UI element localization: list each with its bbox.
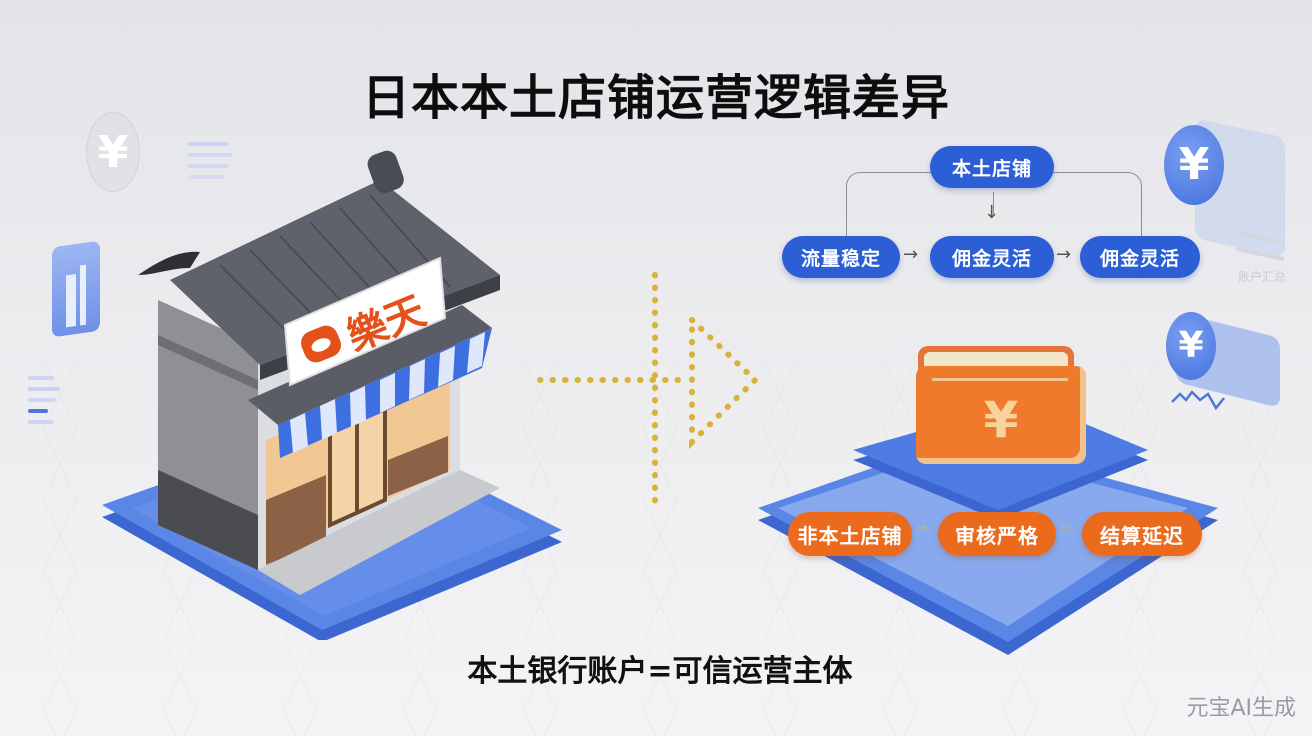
flow-node-flexible-commission-2: 佣金灵活 bbox=[1080, 236, 1200, 278]
right-arrow-icon: → bbox=[915, 520, 927, 536]
flow-connector bbox=[846, 172, 936, 242]
faded-label: 账户汇总 bbox=[1238, 270, 1287, 284]
bank-building-icon bbox=[52, 240, 100, 338]
flow-node-local-store: 本土店铺 bbox=[930, 146, 1054, 188]
rakuten-shop-illustration: 樂天 bbox=[138, 150, 500, 595]
flow-node-stable-traffic: 流量稳定 bbox=[782, 236, 900, 278]
decor-bars-icon bbox=[28, 376, 68, 431]
flow-connector bbox=[1052, 172, 1142, 242]
flow-node-strict-review: 审核严格 bbox=[938, 512, 1056, 556]
subtitle: 本土银行账户=可信运营主体 bbox=[0, 646, 1312, 690]
yen-coin-icon: ¥ bbox=[86, 112, 140, 192]
flow-connector bbox=[993, 192, 994, 214]
flow-node-flexible-commission: 佣金灵活 bbox=[930, 236, 1054, 278]
subtitle-text: 本土银行账户=可信运营主体 bbox=[467, 654, 853, 689]
decor-lines-icon bbox=[188, 142, 232, 186]
right-arrow-icon: → bbox=[1058, 520, 1070, 536]
watermark: 元宝AI生成 bbox=[1186, 696, 1296, 721]
down-arrow-icon: ↓ bbox=[984, 202, 1000, 223]
page-title: 日本本土店铺运营逻辑差异 bbox=[361, 70, 950, 126]
yen-badge-icon: ¥ bbox=[1166, 312, 1216, 380]
yen-badge-icon: ¥ bbox=[1164, 125, 1224, 205]
right-arrow-icon: → bbox=[903, 244, 919, 265]
transition-arrow-icon bbox=[537, 272, 760, 508]
flow-node-delayed-settlement: 结算延迟 bbox=[1082, 512, 1202, 556]
right-arrow-icon: → bbox=[1056, 244, 1072, 265]
yen-symbol: ¥ bbox=[983, 391, 1019, 449]
trend-line-icon bbox=[1171, 390, 1225, 411]
wallet-icon: ¥ bbox=[916, 366, 1086, 464]
flow-node-nonlocal-store: 非本土店铺 bbox=[788, 512, 912, 556]
